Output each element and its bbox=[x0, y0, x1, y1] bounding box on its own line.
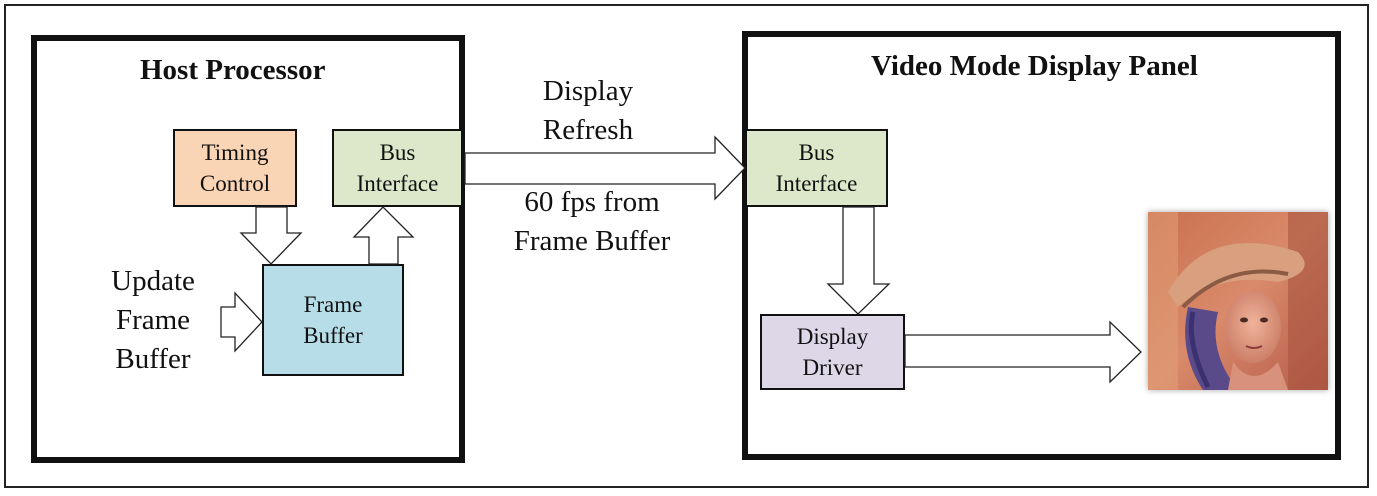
bus-to-driver-arrow bbox=[826, 206, 891, 315]
timing-control-block: Timing Control bbox=[173, 129, 297, 207]
panel-bus-interface-label: Bus Interface bbox=[775, 139, 858, 196]
update-frame-buffer-label: Update Frame Buffer bbox=[111, 265, 195, 376]
display-panel bbox=[742, 31, 1341, 460]
timing-control-label: Timing Control bbox=[199, 139, 271, 196]
display-driver-block: Display Driver bbox=[760, 314, 905, 390]
host-processor-title: Host Processor bbox=[140, 54, 326, 86]
display-panel-title: Video Mode Display Panel bbox=[871, 50, 1198, 82]
timing-to-buffer-arrow bbox=[239, 206, 303, 265]
panel-bus-interface-block: Bus Interface bbox=[745, 129, 888, 207]
outer-frame bbox=[4, 4, 1369, 488]
frame-buffer-block: Frame Buffer bbox=[262, 264, 404, 376]
displayed-portrait-image bbox=[1148, 212, 1328, 390]
update-input-arrow bbox=[220, 291, 263, 353]
display-refresh-link-arrow bbox=[464, 135, 746, 201]
fps-from-frame-buffer-label: 60 fps from Frame Buffer bbox=[513, 186, 671, 258]
driver-to-image-arrow bbox=[904, 320, 1142, 384]
host-processor-panel bbox=[31, 35, 465, 463]
frame-buffer-label: Frame Buffer bbox=[303, 291, 363, 348]
display-refresh-label: Display Refresh bbox=[542, 75, 634, 147]
host-bus-interface-label: Bus Interface bbox=[356, 139, 439, 196]
buffer-to-bus-arrow bbox=[352, 206, 415, 265]
display-driver-label: Display Driver bbox=[796, 323, 869, 380]
host-bus-interface-block: Bus Interface bbox=[332, 129, 463, 207]
